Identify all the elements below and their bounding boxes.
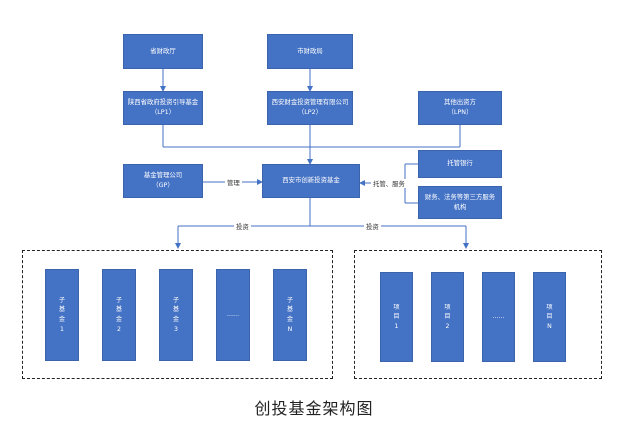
box-lp1-name: 陕西省政府投资引导基金 — [127, 98, 199, 107]
group-projects — [354, 250, 602, 379]
box-city-finance: 市财政局 — [267, 34, 353, 69]
project-n: 项目N — [533, 272, 566, 362]
sub-fund-ellipsis: …… — [216, 269, 250, 361]
edge-label-invest-right: 投资 — [364, 222, 381, 231]
sub-fund-1-label: 子基金1 — [58, 296, 66, 333]
sub-fund-3: 子基金3 — [159, 269, 193, 361]
sub-fund-2-label: 子基金2 — [115, 296, 123, 333]
sub-fund-1: 子基金1 — [45, 269, 79, 361]
box-lpn-name: 其他出资方 — [444, 98, 476, 107]
box-provincial-finance: 省财政厅 — [123, 34, 203, 69]
box-center-fund-label: 西安市创新投资基金 — [282, 176, 340, 185]
box-third-party: 财务、法务等第三方服务 机构 — [418, 186, 502, 219]
sub-fund-ellipsis-label: …… — [226, 311, 240, 319]
box-center-fund: 西安市创新投资基金 — [262, 164, 360, 198]
sub-fund-3-label: 子基金3 — [172, 296, 180, 333]
sub-fund-n: 子基金N — [273, 269, 307, 361]
box-gp-name: 基金管理公司 — [143, 171, 183, 180]
box-lp2-tag: （LP2） — [297, 108, 323, 116]
box-lpn-tag: （LPN） — [447, 108, 473, 116]
project-1: 项目1 — [380, 272, 413, 362]
edge-label-custody-service: 托管、服务 — [371, 179, 407, 188]
group-sub-funds — [22, 250, 333, 379]
box-lp1: 陕西省政府投资引导基金 （LP1） — [123, 91, 203, 125]
box-lp2: 西安财金投资管理有限公司 （LP2） — [267, 91, 353, 125]
project-1-label: 项目1 — [393, 303, 400, 330]
edge-label-manage: 管理 — [225, 178, 242, 187]
box-custodian-bank: 托管银行 — [418, 150, 502, 178]
box-lpn: 其他出资方 （LPN） — [418, 91, 502, 125]
project-2: 项目2 — [431, 272, 464, 362]
box-lp1-tag: （LP1） — [150, 108, 176, 116]
box-custodian-bank-label: 托管银行 — [447, 159, 473, 168]
project-n-label: 项目N — [546, 303, 553, 330]
project-ellipsis: …… — [482, 272, 515, 362]
sub-fund-n-label: 子基金N — [286, 296, 294, 333]
box-third-party-line1: 财务、法务等第三方服务 — [424, 192, 496, 201]
box-gp-tag: （GP） — [152, 181, 174, 189]
project-2-label: 项目2 — [444, 303, 451, 330]
edge-label-invest-left: 投资 — [234, 222, 251, 231]
box-provincial-finance-label: 省财政厅 — [150, 46, 176, 55]
project-ellipsis-label: …… — [492, 313, 505, 321]
box-lp2-name: 西安财金投资管理有限公司 — [271, 98, 349, 107]
sub-fund-2: 子基金2 — [102, 269, 136, 361]
box-third-party-line2: 机构 — [453, 202, 467, 211]
figure-caption: 创投基金架构图 — [254, 399, 374, 418]
box-gp: 基金管理公司 （GP） — [123, 164, 203, 198]
box-city-finance-label: 市财政局 — [297, 46, 323, 55]
